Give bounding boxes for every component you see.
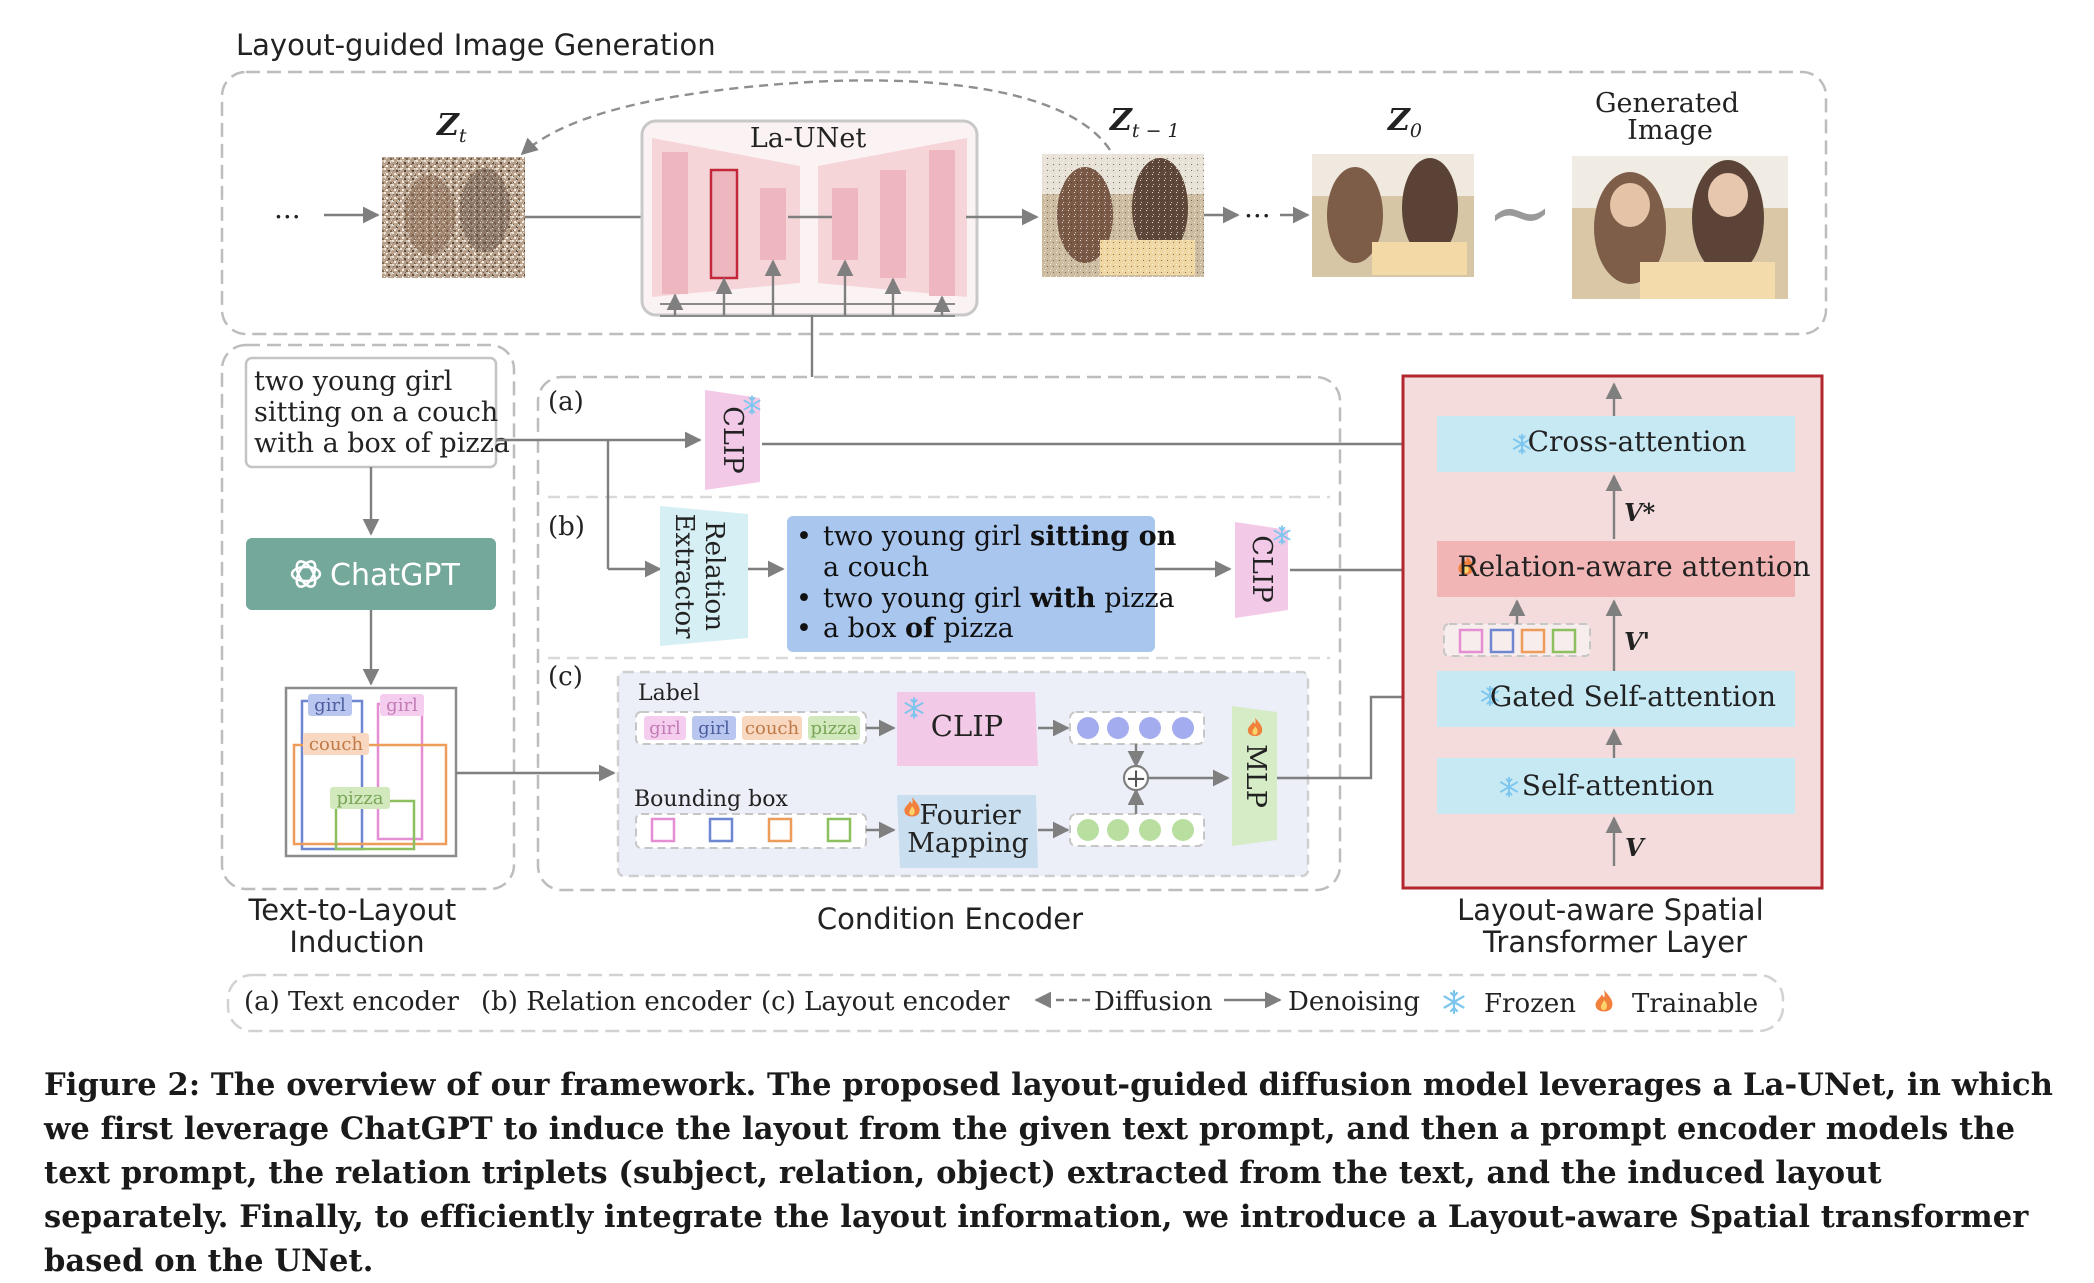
mid-ellipsis: ... (1244, 191, 1271, 224)
condition-encoder-title: Condition Encoder (817, 902, 1083, 936)
legend-trainable: Trainable (1632, 989, 1758, 1019)
zt-noisy-image (382, 157, 525, 278)
layout-label-couch: couch (309, 734, 364, 755)
layout-label-girl-2: girl (386, 695, 418, 716)
bbox-embedding-dots (1069, 813, 1205, 847)
condition-encoder-group-box (536, 375, 1342, 892)
clip-text-encoder: CLIP (705, 390, 761, 490)
relation-aware-attention-block (1437, 541, 1795, 597)
self-attention-block (1437, 758, 1795, 814)
clip-label-c: CLIP (931, 709, 1003, 743)
z0-image (1312, 154, 1474, 277)
tag-a: (a) (548, 387, 584, 417)
left-ellipsis: ... (274, 192, 301, 225)
z0-label: Z0 (1387, 103, 1422, 142)
clip-label-encoder: CLIP (897, 692, 1038, 766)
legend-text-encoder: (a) Text encoder (244, 987, 460, 1017)
legend-diffusion: Diffusion (1094, 987, 1213, 1017)
text-to-layout-title: Text-to-Layout Induction (247, 893, 465, 959)
chatgpt-label: ChatGPT (330, 558, 460, 593)
tag-c: (c) (548, 662, 583, 692)
chip-girl-2: girl (698, 718, 730, 739)
sum-operator: + (1122, 764, 1150, 794)
zt-minus-1-label: Zt − 1 (1109, 103, 1180, 142)
generation-group-box (220, 70, 1828, 336)
relation-extractor-line1: Relation (699, 521, 729, 631)
snowflake-icon (1443, 989, 1465, 1015)
fourier-line2: Mapping (907, 828, 1029, 859)
legend-denoising: Denoising (1288, 987, 1420, 1017)
zt-label: Zt (436, 108, 467, 147)
spatial-transformer-title: Layout-aware Spatial Transformer Layer (1457, 893, 1773, 959)
bbox-title: Bounding box (634, 787, 788, 812)
legend-relation-encoder: (b) Relation encoder (481, 987, 752, 1017)
layout-token-boxes (1443, 623, 1591, 657)
relation-extractor-line2: Extractor (669, 513, 699, 639)
cross-attention-label: Cross-attention (1528, 425, 1747, 458)
generated-label-line1: Generated (1595, 88, 1739, 119)
mlp-block: MLP (1232, 706, 1277, 846)
text-prompt: two young girl sitting on a couch with a… (254, 366, 510, 459)
framework-diagram: Layout-guided Image Generation ... Zt La… (220, 28, 1828, 1033)
label-title: Label (638, 681, 700, 706)
clip-relation-encoder: CLIP (1235, 522, 1291, 618)
legend-frozen: Frozen (1484, 989, 1576, 1019)
legend-box (226, 973, 1785, 1033)
chip-girl-1: girl (649, 718, 681, 739)
relation-extractor: Relation Extractor (660, 506, 748, 646)
fourier-line1: Fourier (919, 800, 1020, 831)
figure-caption: Figure 2: The overview of our framework.… (44, 1067, 2053, 1279)
relation-aware-attention-label: Relation-aware attention (1458, 550, 1811, 583)
self-attention-label: Self-attention (1522, 769, 1714, 802)
v-star-label: V* (1624, 498, 1656, 527)
section-title-generation: Layout-guided Image Generation (236, 28, 716, 62)
plus-symbol: + (1125, 764, 1147, 794)
chip-couch: couch (745, 718, 800, 739)
chip-pizza: pizza (811, 718, 858, 739)
layout-label-pizza: pizza (337, 788, 384, 809)
v-prime-label: V' (1624, 627, 1650, 656)
text-to-layout-group-box (220, 343, 516, 891)
la-unet-label: La-UNet (750, 123, 867, 154)
generated-label-line2: Image (1627, 115, 1713, 146)
tilde-symbol: ~ (1486, 166, 1553, 259)
legend-layout-encoder: (c) Layout encoder (761, 987, 1010, 1017)
cross-attention-block (1437, 416, 1795, 472)
la-unet-block: La-UNet (640, 119, 979, 317)
relation-triplets-box: •two young girl sitting on a couch •two … (787, 516, 1185, 652)
generated-image (1572, 156, 1788, 299)
diffusion-arrow (520, 79, 1111, 156)
gated-self-attention-label: Gated Self-attention (1490, 680, 1776, 713)
clip-label-b: CLIP (1246, 535, 1277, 602)
fourier-mapping: Fourier Mapping (897, 795, 1038, 868)
tag-b: (b) (548, 512, 585, 542)
openai-logo-icon (290, 560, 322, 588)
relation-triplets: •two young girl sitting on a couch •two … (796, 521, 1185, 644)
mlp-label: MLP (1240, 744, 1271, 808)
induced-layout: girl girl couch pizza (284, 686, 458, 858)
layout-label-girl-1: girl (314, 695, 346, 716)
label-embedding-dots (1069, 711, 1205, 745)
flame-icon (1595, 990, 1613, 1012)
zt-minus-1-image (1042, 154, 1204, 277)
v-label: V (1625, 833, 1646, 862)
clip-label-a: CLIP (717, 406, 748, 473)
chatgpt-block: ChatGPT (246, 538, 496, 610)
